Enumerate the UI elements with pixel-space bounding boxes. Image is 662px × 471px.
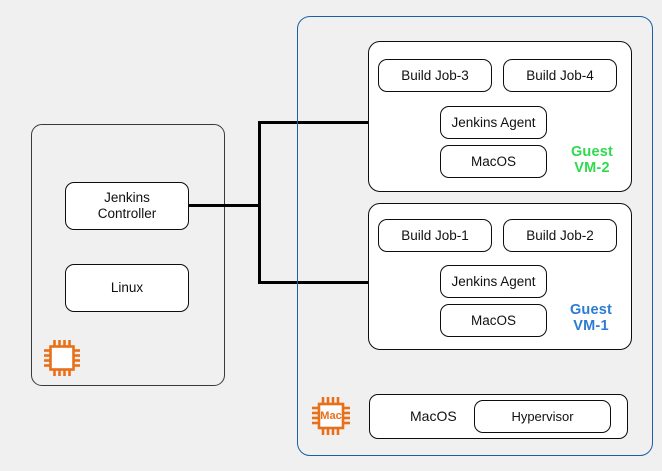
node-build-job-4[interactable]: Build Job-4 [503, 59, 617, 92]
guest-vm-2-caption: Guest VM-2 [570, 144, 614, 177]
cpu-chip-icon [41, 337, 83, 379]
node-build-job-3[interactable]: Build Job-3 [378, 59, 492, 92]
connector-stem [189, 204, 261, 207]
node-macos-vm2[interactable]: MacOS [440, 145, 547, 178]
connector-bus [258, 121, 261, 284]
node-hypervisor[interactable]: Hypervisor [474, 400, 611, 433]
node-build-job-2[interactable]: Build Job-2 [503, 219, 617, 252]
connector-branch-vm1 [258, 281, 426, 284]
guest-vm-1-caption: Guest VM-1 [569, 302, 613, 335]
node-jenkins-agent-vm1[interactable]: Jenkins Agent [440, 265, 547, 298]
node-jenkins-agent-vm2[interactable]: Jenkins Agent [440, 106, 547, 139]
node-linux[interactable]: Linux [65, 264, 189, 312]
mac-chip-icon: Mac [309, 394, 353, 438]
linux-host-panel [31, 124, 225, 386]
mac-host-panel [297, 16, 653, 456]
node-jenkins-controller[interactable]: Jenkins Controller [65, 182, 189, 230]
node-build-job-1[interactable]: Build Job-1 [378, 219, 492, 252]
host-macos-label: MacOS [410, 408, 457, 425]
node-macos-vm1[interactable]: MacOS [440, 304, 547, 337]
connector-branch-vm2 [258, 121, 426, 124]
